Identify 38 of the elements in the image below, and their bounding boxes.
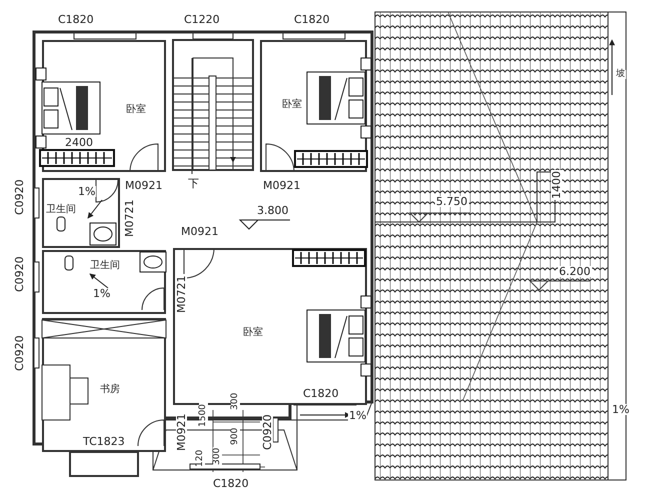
plan-label: M0721 — [176, 274, 187, 314]
plan-label: 1% — [611, 404, 630, 415]
plan-label: C0920 — [14, 255, 25, 293]
plan-label: M0921 — [124, 180, 164, 191]
plan-label: 2400 — [64, 137, 94, 148]
plan-label: C1820 — [302, 388, 340, 399]
plan-label: 900 — [231, 426, 240, 446]
plan-label: M0921 — [262, 180, 302, 191]
plan-label: 300 — [213, 446, 222, 466]
room-name: 卧室 — [282, 98, 302, 111]
plan-label: 300 — [231, 392, 240, 411]
plan-label: C0920 — [14, 178, 25, 216]
room-name: 卧室 — [243, 326, 263, 339]
plan-label: C1820 — [293, 14, 331, 25]
plan-label: M0921 — [180, 226, 220, 237]
room-name: 卧室 — [126, 102, 146, 116]
plan-label: C1820 — [57, 14, 95, 25]
plan-label: 120 — [196, 448, 205, 468]
plan-label: 1% — [77, 186, 96, 197]
room-name: 书房 — [100, 382, 120, 396]
plan-label: M0921 — [176, 412, 187, 452]
plan-label: 1% — [92, 288, 112, 299]
plan-label: 坡 — [615, 70, 626, 79]
plan-label: 3.800 — [256, 205, 290, 216]
plan-label: C1820 — [212, 478, 250, 489]
plan-label: C0920 — [14, 334, 25, 372]
plan-label: TC1823 — [82, 436, 126, 447]
plan-label: 1400 — [551, 170, 562, 200]
plan-label: M0721 — [124, 198, 135, 238]
room-name: 卫生间 — [46, 202, 76, 216]
plan-label: 5.750 — [435, 196, 468, 207]
plan-label: 6.200 — [558, 266, 592, 277]
plan-label: 1% — [348, 410, 368, 421]
plan-label: 下 — [187, 178, 200, 189]
plan-label: C0920 — [262, 413, 273, 451]
plan-label: C1220 — [183, 14, 221, 25]
plan-label: 1500 — [199, 403, 208, 428]
room-name: 卫生间 — [90, 258, 120, 272]
